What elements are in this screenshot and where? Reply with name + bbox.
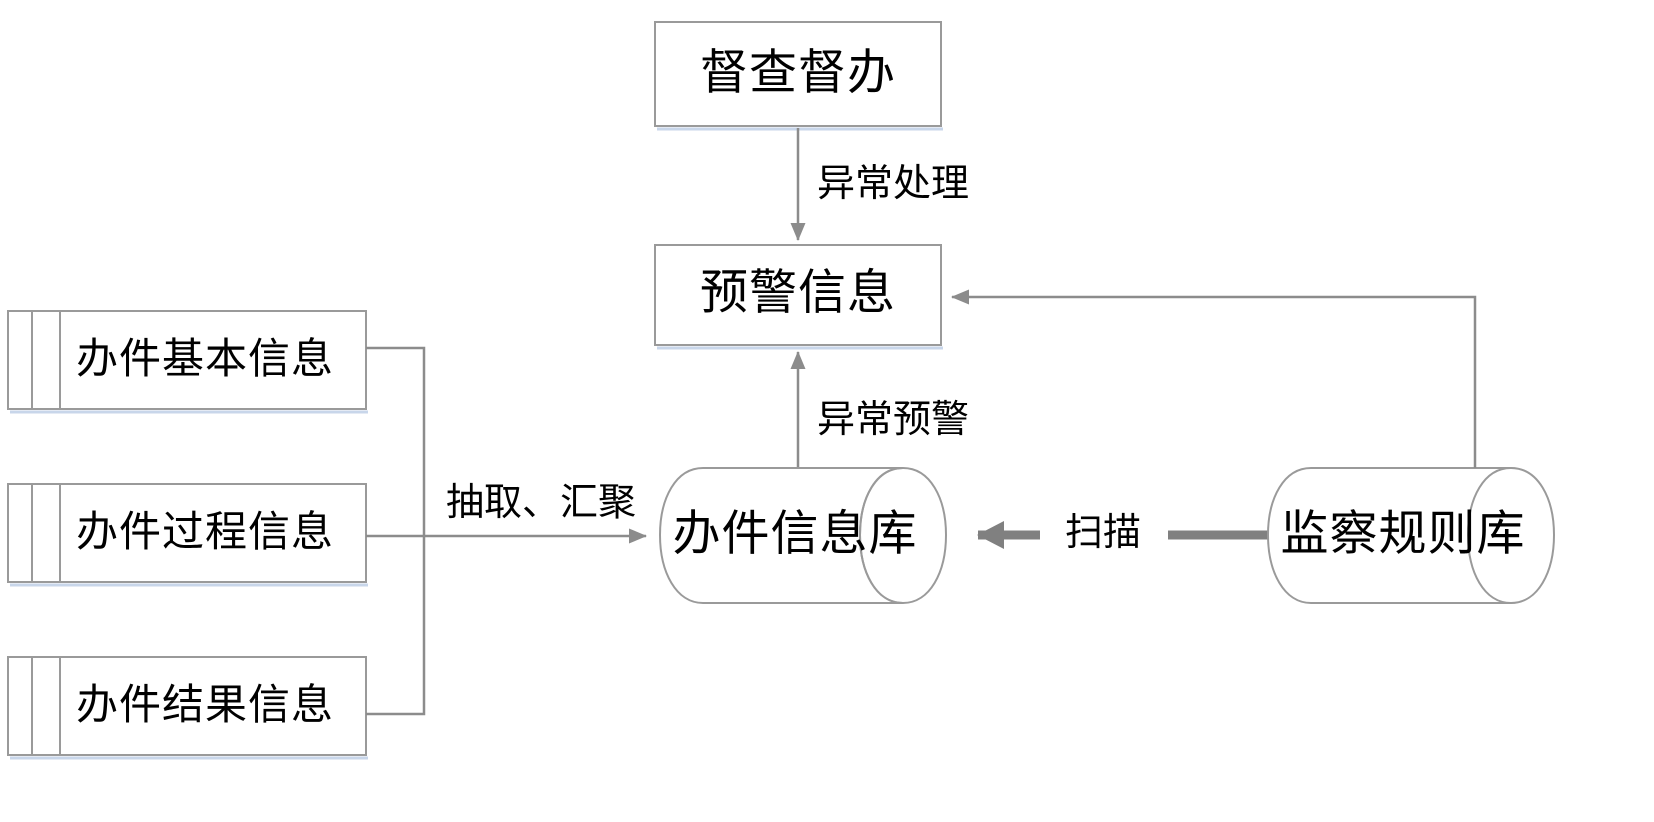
edge-scan-label: 扫描 bbox=[1065, 512, 1141, 554]
edge-extract-aggregate-bracket bbox=[366, 346, 426, 716]
node-alert-info-fill bbox=[655, 245, 941, 345]
node-case-info-db-fill bbox=[660, 468, 946, 603]
node-case-result-info[interactable]: 办件结果信息 bbox=[7, 656, 368, 760]
node-case-process-info[interactable]: 办件过程信息 bbox=[7, 483, 368, 587]
node-case-result-info-label: 办件结果信息 bbox=[76, 681, 334, 728]
node-rule-db-fill bbox=[1268, 468, 1554, 603]
node-alert-info-border bbox=[654, 244, 942, 346]
edge-exception-alert: 异常预警 bbox=[790, 351, 969, 470]
edge-scan-label-backdrop bbox=[1040, 505, 1168, 567]
node-case-info-db[interactable]: 办件信息库 bbox=[658, 466, 948, 605]
node-case-basic-info-border bbox=[7, 310, 367, 410]
node-case-result-info-border bbox=[7, 656, 367, 756]
node-alert-info-label: 预警信息 bbox=[700, 267, 896, 320]
node-rule-db[interactable]: 监察规则库 bbox=[1266, 466, 1556, 605]
node-supervision-label: 督查督办 bbox=[700, 47, 896, 100]
node-case-result-info-fill bbox=[8, 657, 366, 755]
edge-exception-handling: 异常处理 bbox=[790, 128, 969, 241]
node-case-basic-info-fill bbox=[8, 311, 366, 409]
node-supervision[interactable]: 督查督办 bbox=[654, 21, 943, 131]
edge-scan: 扫描 bbox=[977, 505, 1270, 567]
node-supervision-border bbox=[654, 21, 942, 127]
edge-exception-handling-label: 异常处理 bbox=[817, 163, 969, 205]
edge-rule-to-alert-line bbox=[951, 289, 1477, 468]
node-case-basic-info[interactable]: 办件基本信息 bbox=[7, 310, 368, 414]
node-case-info-db-label: 办件信息库 bbox=[672, 508, 917, 561]
node-case-basic-info-label: 办件基本信息 bbox=[76, 335, 334, 382]
edge-exception-alert-label: 异常预警 bbox=[817, 399, 969, 441]
node-rule-db-body bbox=[1266, 467, 1511, 604]
node-case-info-db-cap-curve bbox=[858, 467, 904, 604]
node-case-process-info-label: 办件过程信息 bbox=[76, 508, 334, 555]
node-alert-info[interactable]: 预警信息 bbox=[654, 244, 943, 350]
node-case-process-info-fill bbox=[8, 484, 366, 582]
node-case-process-info-border bbox=[7, 483, 367, 583]
node-rule-db-label: 监察规则库 bbox=[1280, 508, 1525, 561]
node-rule-db-cap bbox=[1466, 466, 1556, 605]
edge-extract-aggregate-label: 抽取、汇聚 bbox=[446, 482, 636, 524]
node-supervision-fill bbox=[655, 22, 941, 126]
edge-extract-aggregate: 抽取、汇聚 bbox=[366, 346, 647, 716]
node-case-info-db-body bbox=[658, 467, 903, 604]
edge-rule-to-alert bbox=[951, 289, 1477, 468]
